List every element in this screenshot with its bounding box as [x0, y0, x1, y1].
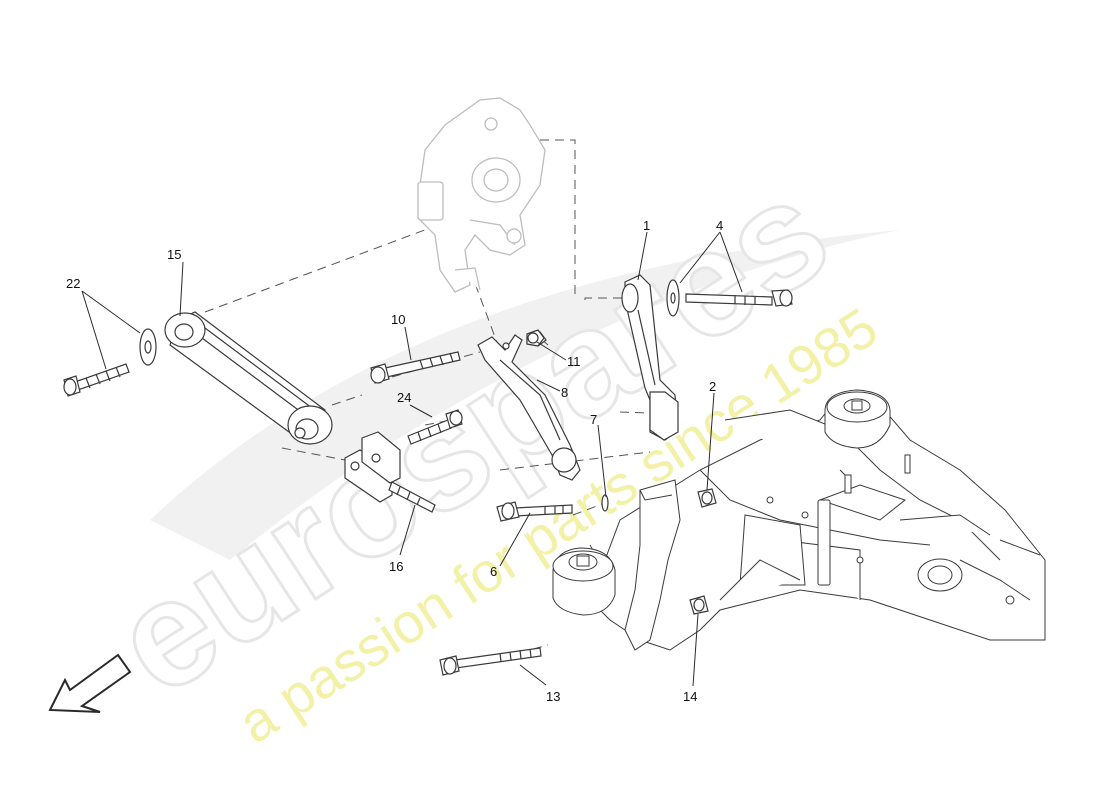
subframe-mount-left [552, 547, 616, 616]
part-22-bolt-and-washer [63, 328, 157, 397]
callout-8: 8 [561, 385, 568, 400]
part-14-nut [689, 595, 709, 615]
part-2-nut [697, 488, 717, 508]
part-6-bolt [496, 501, 573, 522]
part-11-nut [526, 329, 545, 347]
callout-16: 16 [389, 559, 403, 574]
callout-4: 4 [716, 218, 723, 233]
subframe-bracket [624, 479, 681, 651]
part-7-washer [601, 494, 609, 512]
callout-labels: 1 2 4 6 7 8 10 11 13 14 15 16 22 24 [66, 218, 723, 704]
part-24-bolt [407, 409, 463, 445]
callout-22: 22 [66, 276, 80, 291]
callout-7: 7 [590, 412, 597, 427]
callout-13: 13 [546, 689, 560, 704]
wheel-knuckle [417, 97, 546, 293]
callout-24: 24 [397, 390, 411, 405]
direction-arrow-icon [48, 653, 132, 713]
callout-1: 1 [643, 218, 650, 233]
subframe-mount-right [824, 389, 891, 449]
part-13-bolt [439, 647, 542, 676]
part-10-bolt [370, 351, 461, 384]
part-16-bracket [344, 431, 436, 513]
callout-leaders [81, 231, 743, 687]
watermark-swoosh [150, 230, 900, 560]
callout-14: 14 [683, 689, 697, 704]
callout-6: 6 [490, 564, 497, 579]
part-15-lateral-link [164, 311, 333, 445]
rear-subframe [589, 394, 1046, 651]
callout-11: 11 [567, 354, 581, 369]
part-1-link [621, 274, 679, 441]
part-4-bolt-and-washer [666, 279, 793, 317]
callout-2: 2 [709, 379, 716, 394]
callout-15: 15 [167, 247, 181, 262]
callout-10: 10 [391, 312, 405, 327]
